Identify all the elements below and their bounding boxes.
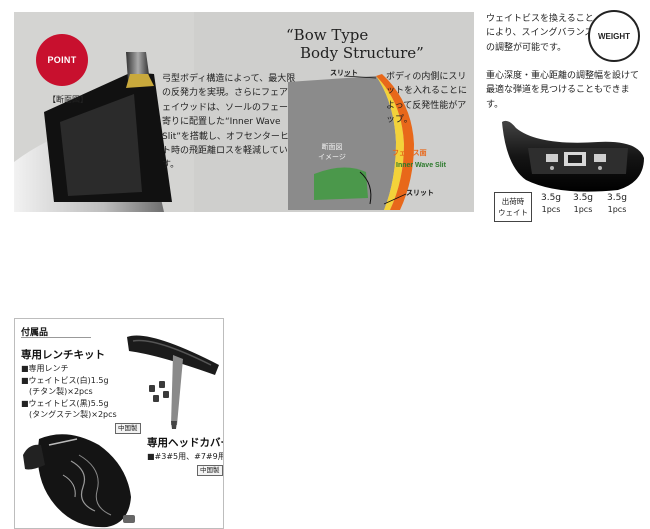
- structure-description: 弓型ボディ構造によって、最大限の反発力を実現。さらにフェアウェイウッドは、ソール…: [162, 74, 298, 171]
- cross-section-image-label: 断面図 イメージ: [312, 142, 352, 162]
- head-cover-title: 専用ヘッドカバー: [147, 437, 224, 449]
- head-cover-items: ■#3#5用、#7#9用: [147, 452, 224, 461]
- ship-weight-label: 出荷時 ウェイト: [494, 192, 532, 222]
- section-label: 【断面図】: [48, 95, 88, 104]
- point-badge: POINT: [36, 34, 88, 86]
- weight-description-top: ウェイトビスを換えることにより、スイングバランスの調整が可能です。: [486, 14, 594, 53]
- inner-wave-slit-label: Inner Wave Slit: [396, 162, 446, 169]
- wrench-item: ■専用レンチ: [21, 364, 69, 373]
- image-label-line-2: イメージ: [318, 153, 346, 161]
- image-label-line-1: 断面図: [321, 143, 343, 151]
- weight-count: 1pcs: [573, 205, 593, 214]
- accessories-panel: 付属品 専用レンチキット ■専用レンチ ■ウェイトビス(白)1.5g (チタン製…: [14, 318, 224, 529]
- weight-value: 3.5g: [572, 193, 594, 203]
- head-cover-illustration: [23, 434, 135, 528]
- wrench-kit-title: 専用レンチキット: [21, 349, 105, 361]
- wrench-item: (チタン製)×2pcs: [21, 387, 93, 396]
- wrench-kit-items: ■専用レンチ ■ウェイトビス(白)1.5g (チタン製)×2pcs ■ウェイトビ…: [21, 363, 141, 421]
- weight-count: 1pcs: [541, 205, 561, 214]
- face-plane-label: フェース面: [392, 149, 427, 157]
- slit-top-label: スリット: [330, 69, 358, 77]
- header-divider: [21, 337, 91, 338]
- made-in-tag-1: 中国製: [115, 423, 141, 434]
- slit-bottom-label: スリット: [406, 189, 434, 197]
- title-line-2: Body Structure”: [300, 44, 424, 62]
- bow-type-title: “Bow Type Body Structure”: [276, 26, 456, 62]
- made-in-tag-2: 中国製: [197, 465, 223, 476]
- wrench-item: (タングステン製)×2pcs: [21, 410, 117, 419]
- weight-spec-1: 3.5g 1pcs: [534, 192, 568, 216]
- club-head-illustration: [14, 12, 194, 212]
- weight-value: 3.5g: [606, 193, 628, 203]
- weight-count: 1pcs: [607, 205, 627, 214]
- slit-description: ボディの内側にスリットを入れることによって反発性能がアップ。: [386, 72, 468, 126]
- weight-description-bottom: 重心深度・重心距離の調整幅を設けて最適な弾道を見つけることもできます。: [486, 71, 640, 110]
- wrench-item: ■ウェイトビス(白)1.5g: [21, 375, 109, 385]
- club-sole-illustration: [502, 120, 644, 192]
- wrench-kit-illustration: [127, 335, 219, 429]
- structure-panel: POINT 【断面図】 “Bow Type Body Structure” 弓型…: [14, 12, 474, 212]
- weight-spec-3: 3.5g 1pcs: [600, 192, 634, 216]
- accessories-header: 付属品: [21, 328, 49, 338]
- weight-value: 3.5g: [540, 193, 562, 203]
- ship-weight-line-2: ウェイト: [498, 208, 528, 217]
- wrench-item: ■ウェイトビス(黒)5.5g: [21, 398, 109, 408]
- weight-spec-2: 3.5g 1pcs: [566, 192, 600, 216]
- ship-weight-line-1: 出荷時: [501, 197, 525, 206]
- cross-section-diagram: [288, 74, 414, 210]
- weight-badge: WEIGHT: [588, 10, 640, 62]
- title-line-1: “Bow Type: [286, 26, 369, 44]
